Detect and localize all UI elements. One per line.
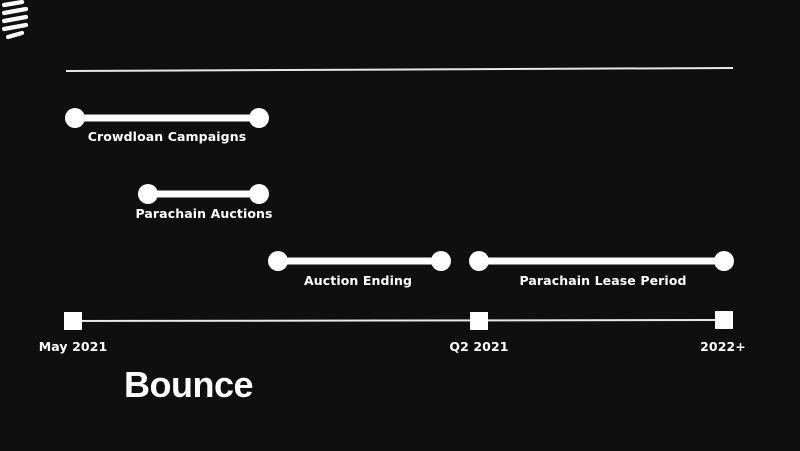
bounce-logo-icon	[1, 0, 29, 40]
phase-end-dot	[431, 251, 451, 271]
phase-label-lease-period: Parachain Lease Period	[519, 273, 687, 288]
phase-start-dot	[138, 184, 158, 204]
phase-label-auction-ending: Auction Ending	[304, 273, 412, 288]
brand-name: Bounce	[124, 364, 254, 405]
phase-end-dot	[249, 184, 269, 204]
phase-start-dot	[65, 108, 85, 128]
milestone-label-may-2021: May 2021	[38, 339, 108, 354]
phase-start-dot	[268, 251, 288, 271]
phase-bar-crowdloan	[65, 108, 269, 128]
phase-end-dot	[249, 108, 269, 128]
timeline-axis	[64, 311, 733, 330]
phase-bar-lease-period	[469, 251, 734, 271]
milestone-marker-q2-2021	[470, 312, 488, 330]
milestone-label-2022: 2022+	[700, 339, 746, 354]
phase-label-auctions: Parachain Auctions	[135, 206, 273, 221]
milestone-marker-may-2021	[64, 312, 82, 330]
phase-bar-auctions	[138, 184, 269, 204]
top-divider	[65, 67, 734, 72]
phase-label-crowdloan: Crowdloan Campaigns	[87, 129, 247, 144]
phase-start-dot	[469, 251, 489, 271]
phase-bar-auction-ending	[268, 251, 451, 271]
milestone-marker-2022	[715, 311, 733, 329]
milestone-label-q2-2021: Q2 2021	[449, 339, 509, 354]
phase-end-dot	[714, 251, 734, 271]
